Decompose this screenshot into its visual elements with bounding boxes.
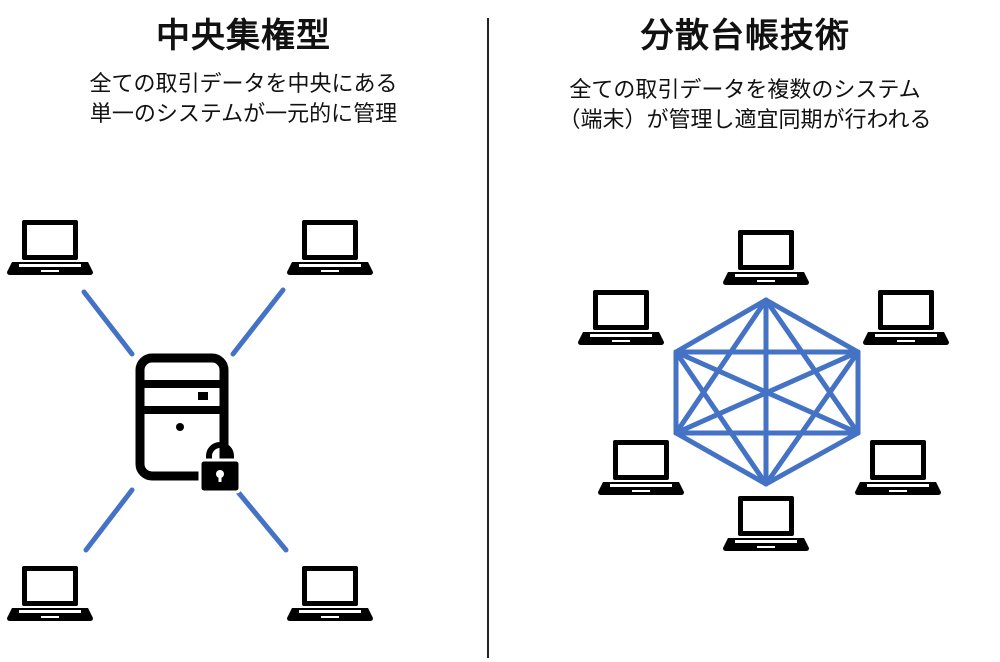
distributed-panel: 分散台帳技術 全ての取引データを複数のシステム （端末）が管理し適宜同期が行われ… bbox=[490, 0, 1000, 662]
centralized-description-line-2: 単一のシステムが一元的に管理 bbox=[89, 102, 398, 127]
connection-bottom-left bbox=[83, 487, 135, 553]
centralized-connections bbox=[81, 287, 289, 553]
laptop-icon bbox=[723, 496, 809, 551]
laptop-icon bbox=[855, 440, 941, 495]
centralized-description-line-1: 全ての取引データを中央にある bbox=[89, 72, 398, 97]
laptop-icon bbox=[723, 230, 809, 285]
mesh-link bbox=[763, 349, 861, 487]
distributed-description: 全ての取引データを複数のシステム （端末）が管理し適宜同期が行われる bbox=[490, 76, 1000, 136]
distributed-mesh bbox=[673, 297, 861, 487]
panel-divider bbox=[487, 18, 489, 658]
mesh-link bbox=[673, 297, 769, 436]
centralized-panel: 中央集権型 全ての取引データを中央にある 単一のシステムが一元的に管理 bbox=[0, 0, 487, 662]
laptop-icon bbox=[578, 290, 664, 345]
connection-top-right bbox=[230, 287, 286, 357]
server-icon bbox=[135, 353, 229, 481]
mesh-link bbox=[673, 349, 861, 436]
mesh-link bbox=[763, 297, 861, 436]
centralized-title: 中央集権型 bbox=[156, 16, 331, 56]
connection-bottom-right bbox=[235, 489, 289, 553]
laptop-icon bbox=[7, 566, 93, 621]
centralized-description: 全ての取引データを中央にある 単一のシステムが一元的に管理 bbox=[0, 70, 487, 130]
laptop-icon bbox=[287, 220, 373, 275]
lock-icon bbox=[198, 442, 242, 494]
distributed-description-line-1: 全ての取引データを複数のシステム bbox=[569, 78, 921, 103]
distributed-description-line-2: （端末）が管理し適宜同期が行われる bbox=[558, 108, 932, 133]
laptop-icon bbox=[287, 566, 373, 621]
laptop-icon bbox=[598, 440, 684, 495]
laptop-icon bbox=[863, 290, 949, 345]
mesh-link bbox=[673, 349, 769, 487]
laptop-icon bbox=[7, 220, 93, 275]
distributed-title: 分散台帳技術 bbox=[640, 16, 850, 56]
connection-top-left bbox=[81, 289, 135, 357]
